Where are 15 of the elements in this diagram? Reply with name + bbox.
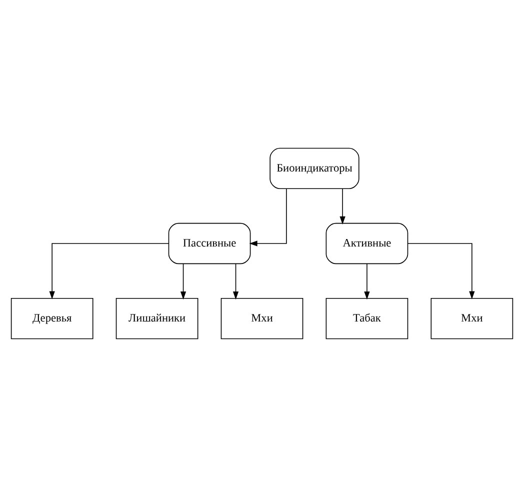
node-box: Пассивные: [168, 222, 251, 264]
arrow: [364, 263, 370, 300]
arrow: [49, 242, 169, 299]
node-box: Деревья: [10, 298, 94, 339]
node-box: Мхи: [430, 298, 514, 339]
arrow: [232, 263, 239, 300]
node-box: Табак: [326, 298, 408, 339]
node-box: Лишайники: [116, 298, 198, 339]
arrow: [340, 188, 346, 224]
arrow: [249, 188, 287, 246]
arrow: [407, 242, 475, 299]
node-box: Биоиндикаторы: [270, 147, 360, 188]
node-box: Активные: [326, 222, 408, 264]
node-box: Мхи: [220, 298, 304, 339]
arrow: [180, 263, 186, 300]
